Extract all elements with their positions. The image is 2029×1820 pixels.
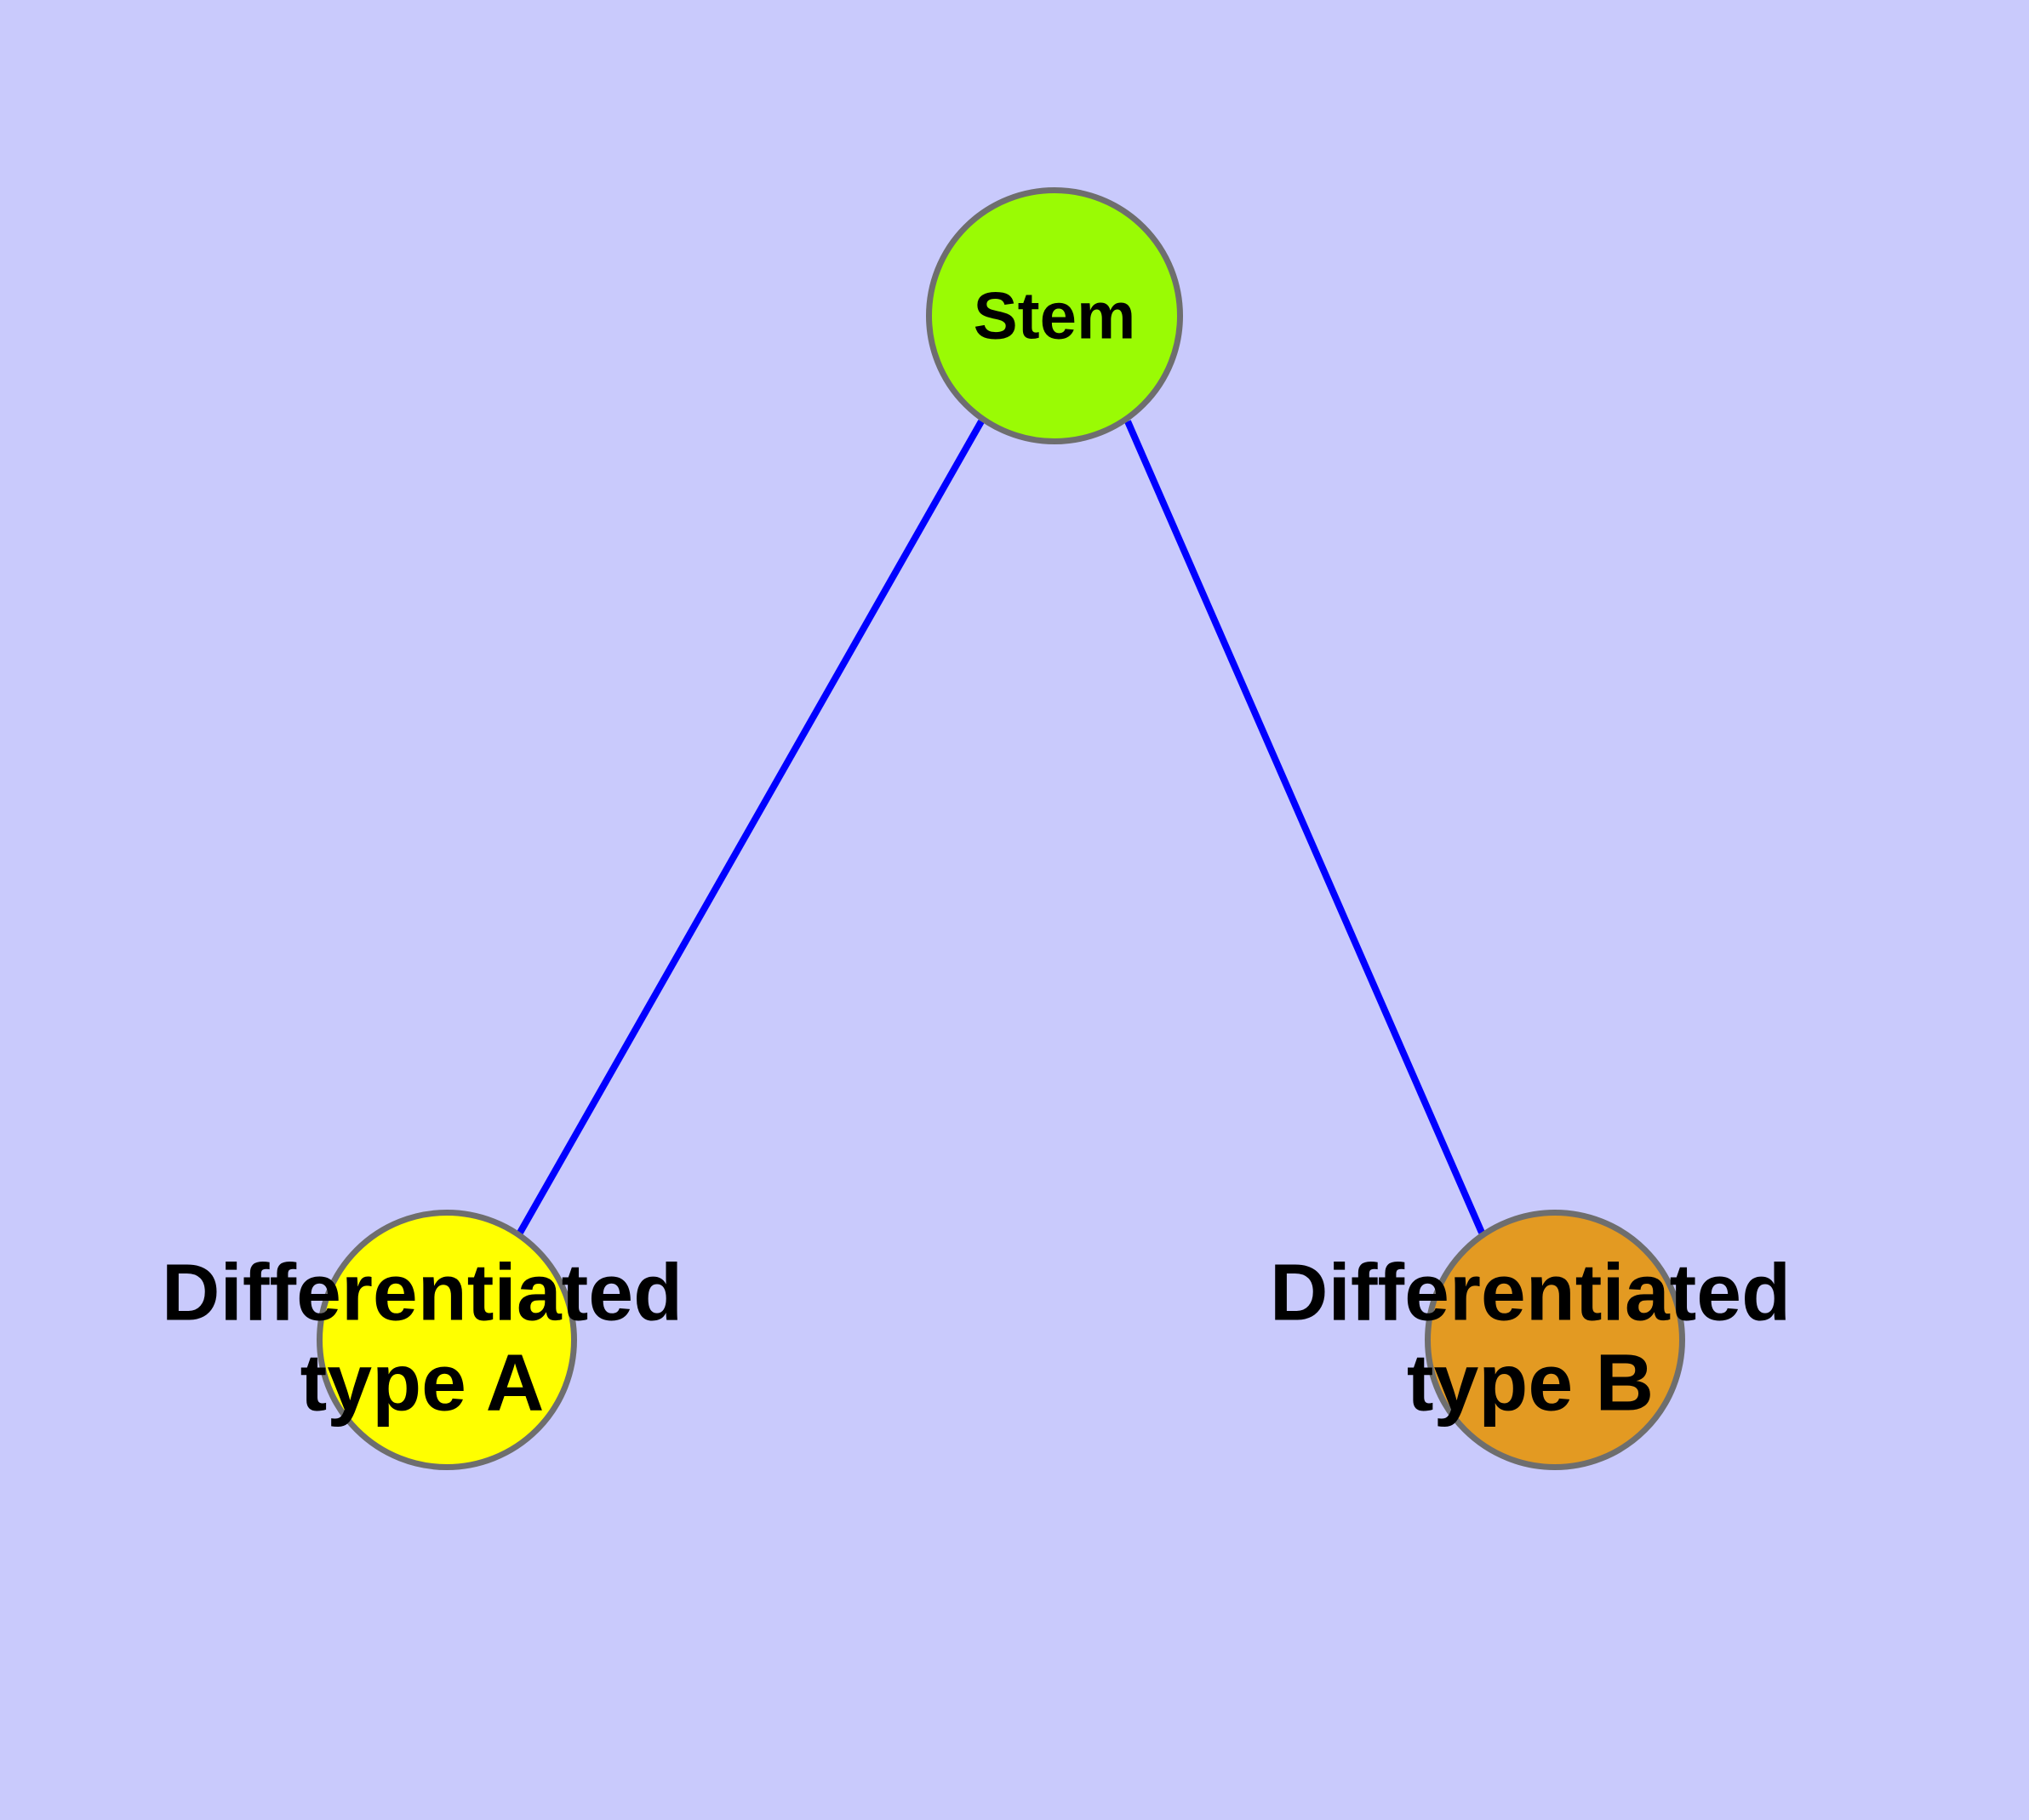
node-differentiated-type-b[interactable]	[1425, 1210, 1685, 1470]
node-stem[interactable]	[926, 187, 1183, 444]
node-differentiated-type-a[interactable]	[317, 1210, 577, 1470]
edge-stem-to-type-a[interactable]	[517, 420, 985, 1234]
edge-stem-to-type-b[interactable]	[1124, 420, 1485, 1234]
